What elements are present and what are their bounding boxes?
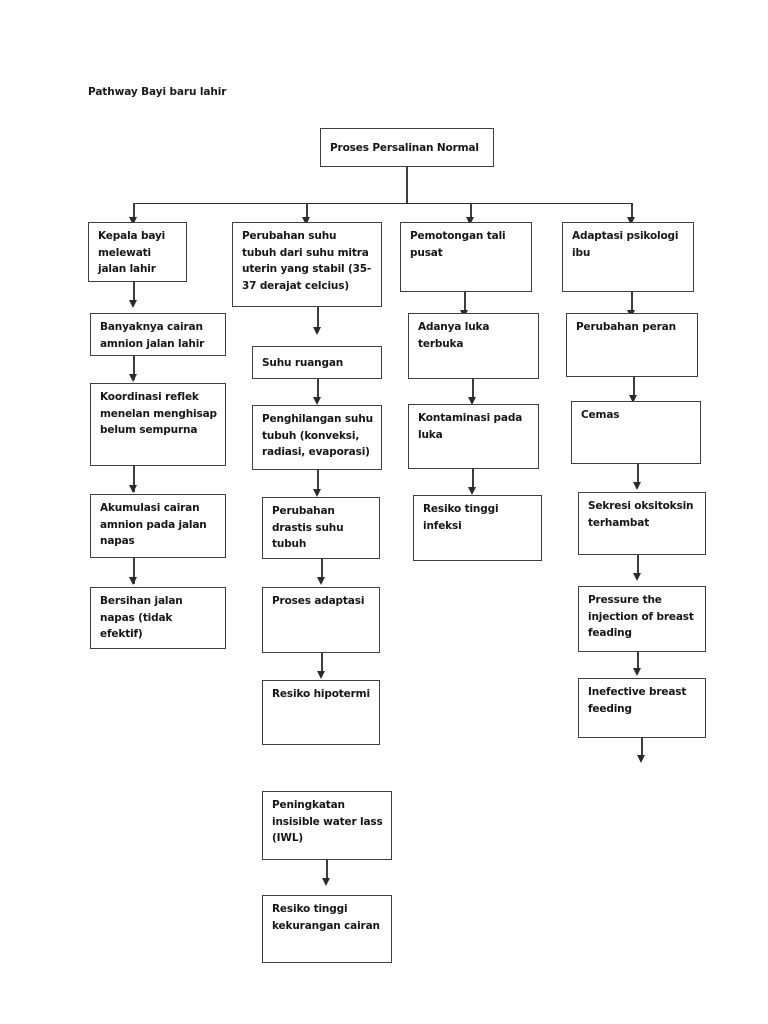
connector-c2-4-to-c2-5 — [321, 559, 323, 581]
connector-c2-1-to-c2-2 — [317, 307, 319, 332]
arrowhead-c4-5-to-c4-6 — [633, 668, 641, 676]
arrowhead-c1-1-to-c1-2 — [129, 300, 137, 308]
arrowhead-c2-2-to-c2-3 — [313, 397, 321, 405]
node-suhu-ruangan: Suhu ruangan — [252, 346, 382, 379]
connector-root-stem — [406, 167, 408, 204]
node-label: Sekresi oksitoksin terhambat — [588, 500, 694, 529]
node-label: Resiko tinggi infeksi — [423, 503, 499, 532]
connector-c4-6-dangling — [641, 738, 643, 758]
connector-c2-2-to-c2-3 — [317, 379, 319, 401]
connector-c1-2-to-c1-3 — [133, 356, 135, 380]
page-title: Pathway Bayi baru lahir — [88, 86, 227, 98]
node-label: Koordinasi reflek menelan menghisap belu… — [100, 391, 217, 436]
node-banyaknya-cairan-amnion-jalan-lahir: Banyaknya cairan amnion jalan lahir — [90, 313, 226, 356]
connector-c3-2-to-c3-3 — [472, 379, 474, 401]
connector-branch-2 — [306, 203, 308, 221]
node-inefective-breast-feeding: Inefective breast feeding — [578, 678, 706, 738]
connector-c4-1-to-c4-2 — [631, 292, 633, 314]
arrowhead-branch-2 — [302, 217, 310, 225]
node-label: Resiko tinggi kekurangan cairan — [272, 903, 380, 932]
node-perubahan-drastis-suhu-tubuh: Perubahan drastis suhu tubuh — [262, 497, 380, 559]
node-label: Akumulasi cairan amnion pada jalan napas — [100, 502, 207, 547]
node-resiko-tinggi-infeksi: Resiko tinggi infeksi — [413, 495, 542, 561]
node-adanya-luka-terbuka: Adanya luka terbuka — [408, 313, 539, 379]
node-label: Adanya luka terbuka — [418, 321, 490, 350]
arrowhead-c4-4-to-c4-5 — [633, 573, 641, 581]
arrowhead-c4-6-dangling — [637, 755, 645, 763]
node-proses-adaptasi: Proses adaptasi — [262, 587, 380, 653]
node-label: Penghilangan suhu tubuh (konveksi, radia… — [262, 413, 373, 458]
arrowhead-c1-3-to-c1-4 — [129, 485, 137, 493]
node-bersihan-jalan-napas: Bersihan jalan napas (tidak efektif) — [90, 587, 226, 649]
node-sekresi-oksitoksin-terhambat: Sekresi oksitoksin terhambat — [578, 492, 706, 555]
node-label: Peningkatan insisible water lass (IWL) — [272, 799, 383, 844]
arrowhead-b1-to-b2 — [322, 878, 330, 886]
arrowhead-c2-5-to-c2-6 — [317, 671, 325, 679]
connector-distribution-bar — [133, 203, 632, 205]
node-adaptasi-psikologi-ibu: Adaptasi psikologi ibu — [562, 222, 694, 292]
connector-branch-1 — [133, 203, 135, 221]
node-label: Inefective breast feeding — [588, 686, 687, 715]
node-label: Adaptasi psikologi ibu — [572, 230, 679, 259]
arrowhead-c2-1-to-c2-2 — [313, 327, 321, 335]
arrowhead-c4-3-to-c4-4 — [633, 482, 641, 490]
node-label: Perubahan peran — [576, 321, 676, 333]
connector-c1-4-to-c1-5 — [133, 558, 135, 584]
node-perubahan-suhu-tubuh-mitra-uterin: Perubahan suhu tubuh dari suhu mitra ute… — [232, 222, 382, 307]
node-label: Proses adaptasi — [272, 595, 365, 607]
node-label: Cemas — [581, 409, 620, 421]
node-penghilangan-suhu-tubuh: Penghilangan suhu tubuh (konveksi, radia… — [252, 405, 382, 470]
node-pemotongan-tali-pusat: Pemotongan tali pusat — [400, 222, 532, 292]
node-label: Pressure the injection of breast feading — [588, 594, 694, 639]
node-kepala-bayi-melewati-jalan-lahir: Kepala bayi melewati jalan lahir — [88, 222, 187, 282]
node-label: Pemotongan tali pusat — [410, 230, 506, 259]
connector-b1-to-b2 — [326, 860, 328, 882]
node-label: Kontaminasi pada luka — [418, 412, 523, 441]
node-proses-persalinan-normal: Proses Persalinan Normal — [320, 128, 494, 167]
connector-c4-5-to-c4-6 — [637, 652, 639, 672]
arrowhead-c3-3-to-c3-4 — [468, 487, 476, 495]
connector-branch-4 — [631, 203, 633, 221]
arrowhead-branch-3 — [466, 217, 474, 225]
arrowhead-c3-2-to-c3-3 — [468, 397, 476, 405]
arrowhead-c4-2-to-c4-3 — [629, 395, 637, 403]
arrowhead-branch-4 — [627, 217, 635, 225]
arrowhead-branch-1 — [129, 217, 137, 225]
connector-branch-3 — [470, 203, 472, 221]
node-kontaminasi-pada-luka: Kontaminasi pada luka — [408, 404, 539, 469]
node-label: Kepala bayi melewati jalan lahir — [98, 230, 166, 275]
connector-c4-4-to-c4-5 — [637, 555, 639, 577]
node-label: Perubahan drastis suhu tubuh — [272, 505, 344, 550]
connector-c4-2-to-c4-3 — [633, 377, 635, 399]
node-resiko-hipotermi: Resiko hipotermi — [262, 680, 380, 745]
node-pressure-the-injection-of-breast-feading: Pressure the injection of breast feading — [578, 586, 706, 652]
node-label: Bersihan jalan napas (tidak efektif) — [100, 595, 183, 640]
connector-c1-1-to-c1-2 — [133, 282, 135, 304]
node-label: Banyaknya cairan amnion jalan lahir — [100, 321, 205, 350]
node-peningkatan-insisible-water-lass: Peningkatan insisible water lass (IWL) — [262, 791, 392, 860]
node-resiko-tinggi-kekurangan-cairan: Resiko tinggi kekurangan cairan — [262, 895, 392, 963]
connector-c2-3-to-c2-4 — [317, 470, 319, 493]
node-label: Suhu ruangan — [262, 356, 344, 369]
arrowhead-c1-4-to-c1-5 — [129, 577, 137, 585]
node-koordinasi-reflek-menelan: Koordinasi reflek menelan menghisap belu… — [90, 383, 226, 466]
node-label: Perubahan suhu tubuh dari suhu mitra ute… — [242, 230, 372, 292]
node-label: Resiko hipotermi — [272, 688, 370, 700]
connector-c4-3-to-c4-4 — [637, 464, 639, 486]
arrowhead-c1-2-to-c1-3 — [129, 374, 137, 382]
node-label: Proses Persalinan Normal — [330, 141, 479, 154]
arrowhead-c2-4-to-c2-5 — [317, 577, 325, 585]
arrowhead-c2-3-to-c2-4 — [313, 489, 321, 497]
connector-c3-1-to-c3-2 — [464, 292, 466, 314]
node-cemas: Cemas — [571, 401, 701, 464]
connector-c2-5-to-c2-6 — [321, 653, 323, 675]
connector-c3-3-to-c3-4 — [472, 469, 474, 491]
connector-c1-3-to-c1-4 — [133, 466, 135, 492]
node-perubahan-peran: Perubahan peran — [566, 313, 698, 377]
node-akumulasi-cairan-amnion: Akumulasi cairan amnion pada jalan napas — [90, 494, 226, 558]
